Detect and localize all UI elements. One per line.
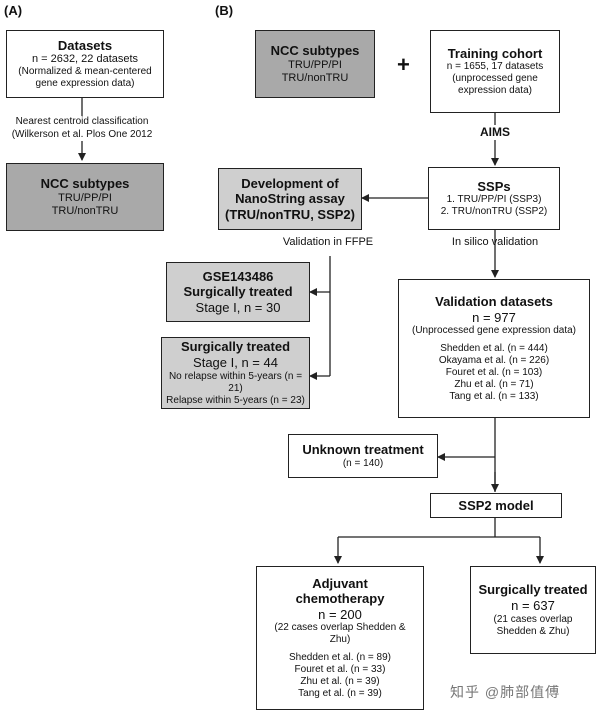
a-classification-line2: (Wilkerson et al. Plos One 2012 (11, 128, 153, 140)
gse143486-box: GSE143486 Surgically treated Stage I, n … (166, 262, 310, 322)
adjuvant-sub2: Zhu) (329, 634, 351, 646)
validation-item: Okayama et al. (n = 226) (438, 355, 550, 367)
surg637-title: Surgically treated (478, 582, 588, 598)
ssps-title: SSPs (477, 178, 511, 194)
a-classification-label: Nearest centroid classification (Wilkers… (0, 116, 164, 141)
a-ncc-line1: TRU/PP/PI (58, 191, 112, 204)
training-title: Training cohort (447, 45, 543, 61)
validation-item: Tang et al. (n = 133) (449, 391, 539, 403)
training-line2: (unprocessed gene (452, 73, 538, 85)
training-cohort-box: Training cohort n = 1655, 17 datasets (u… (430, 30, 560, 113)
gse-title: GSE143486 (202, 268, 274, 284)
training-line3: expression data) (458, 85, 532, 97)
a-classification-line1: Nearest centroid classification (15, 116, 149, 127)
surg44-line2: No relapse within 5-years (n = 21) (168, 370, 303, 394)
adjuvant-box: Adjuvant chemotherapy n = 200 (22 cases … (256, 566, 424, 710)
a-datasets-line3: gene expression data) (35, 78, 135, 90)
surg44-line1: Stage I, n = 44 (193, 355, 278, 370)
validation-title: Validation datasets (435, 293, 553, 309)
aims-label: AIMS (470, 125, 520, 140)
ssps-box: SSPs 1. TRU/PP/PI (SSP3) 2. TRU/nonTRU (… (428, 167, 560, 230)
validation-item: Zhu et al. (n = 71) (454, 379, 534, 391)
surg44-box: Surgically treated Stage I, n = 44 No re… (161, 337, 310, 409)
plus-sign: + (397, 52, 410, 77)
panel-label-b: (B) (215, 3, 234, 18)
a-datasets-title: Datasets (57, 37, 113, 53)
validation-sub: (Unprocessed gene expression data) (412, 325, 576, 337)
ssps-line1: 1. TRU/PP/PI (SSP3) (446, 194, 542, 206)
in-silico-label: In silico validation (451, 236, 539, 248)
adjuvant-item: Fouret et al. (n = 33) (294, 664, 386, 676)
validation-n: n = 977 (472, 309, 516, 325)
training-line1: n = 1655, 17 datasets (446, 61, 544, 73)
watermark: 知乎 @肺部值傅 (450, 684, 561, 700)
validation-datasets-box: Validation datasets n = 977 (Unprocessed… (398, 279, 590, 418)
adjuvant-item: Shedden et al. (n = 89) (288, 652, 392, 664)
a-ncc-box: NCC subtypes TRU/PP/PI TRU/nonTRU (6, 163, 164, 231)
b-ncc-line2: TRU/nonTRU (281, 71, 349, 84)
validation-ffpe-label: Validation in FFPE (282, 236, 374, 248)
b-ncc-title: NCC subtypes (270, 43, 360, 59)
adjuvant-item: Tang et al. (n = 39) (298, 688, 382, 700)
panel-label-a: (A) (4, 3, 23, 18)
adjuvant-title2: chemotherapy (295, 591, 385, 607)
a-ncc-title: NCC subtypes (40, 176, 130, 192)
unknown-treatment-box: Unknown treatment (n = 140) (288, 434, 438, 478)
a-datasets-line1: n = 2632, 22 datasets (31, 53, 139, 66)
ssp2-model-box: SSP2 model (430, 493, 562, 518)
gse-line1: Surgically treated (183, 284, 293, 300)
validation-item: Fouret et al. (n = 103) (445, 367, 543, 379)
surg637-box: Surgically treated n = 637 (21 cases ove… (470, 566, 596, 654)
nanostring-line1: Development of (241, 175, 339, 191)
a-datasets-box: Datasets n = 2632, 22 datasets (Normaliz… (6, 30, 164, 98)
b-ncc-line1: TRU/PP/PI (288, 58, 342, 71)
adjuvant-n: n = 200 (318, 606, 362, 622)
a-ncc-line2: TRU/nonTRU (51, 204, 119, 217)
surg44-title: Surgically treated (180, 339, 291, 355)
validation-item: Shedden et al. (n = 444) (440, 343, 548, 355)
surg44-line3: Relapse within 5-years (n = 23) (166, 394, 305, 406)
adjuvant-item: Zhu et al. (n = 39) (300, 676, 380, 688)
a-datasets-line2: (Normalized & mean-centered (18, 66, 152, 78)
nanostring-line2: NanoString assay (235, 191, 345, 207)
gse-line2: Stage I, n = 30 (195, 299, 281, 315)
ssps-line2: 2. TRU/nonTRU (SSP2) (440, 206, 548, 218)
surg637-sub1: (21 cases overlap (493, 613, 573, 625)
nanostring-line3: (TRU/nonTRU, SSP2) (225, 206, 355, 222)
adjuvant-sub1: (22 cases overlap Shedden & (274, 622, 406, 634)
surg637-sub2: Shedden & Zhu) (496, 625, 570, 637)
unknown-n: (n = 140) (342, 457, 384, 469)
adjuvant-title1: Adjuvant (312, 575, 368, 591)
unknown-title: Unknown treatment (302, 442, 424, 458)
nanostring-box: Development of NanoString assay (TRU/non… (218, 168, 362, 230)
surg637-n: n = 637 (511, 598, 555, 613)
b-ncc-box: NCC subtypes TRU/PP/PI TRU/nonTRU (255, 30, 375, 98)
ssp2-title: SSP2 model (458, 497, 534, 513)
